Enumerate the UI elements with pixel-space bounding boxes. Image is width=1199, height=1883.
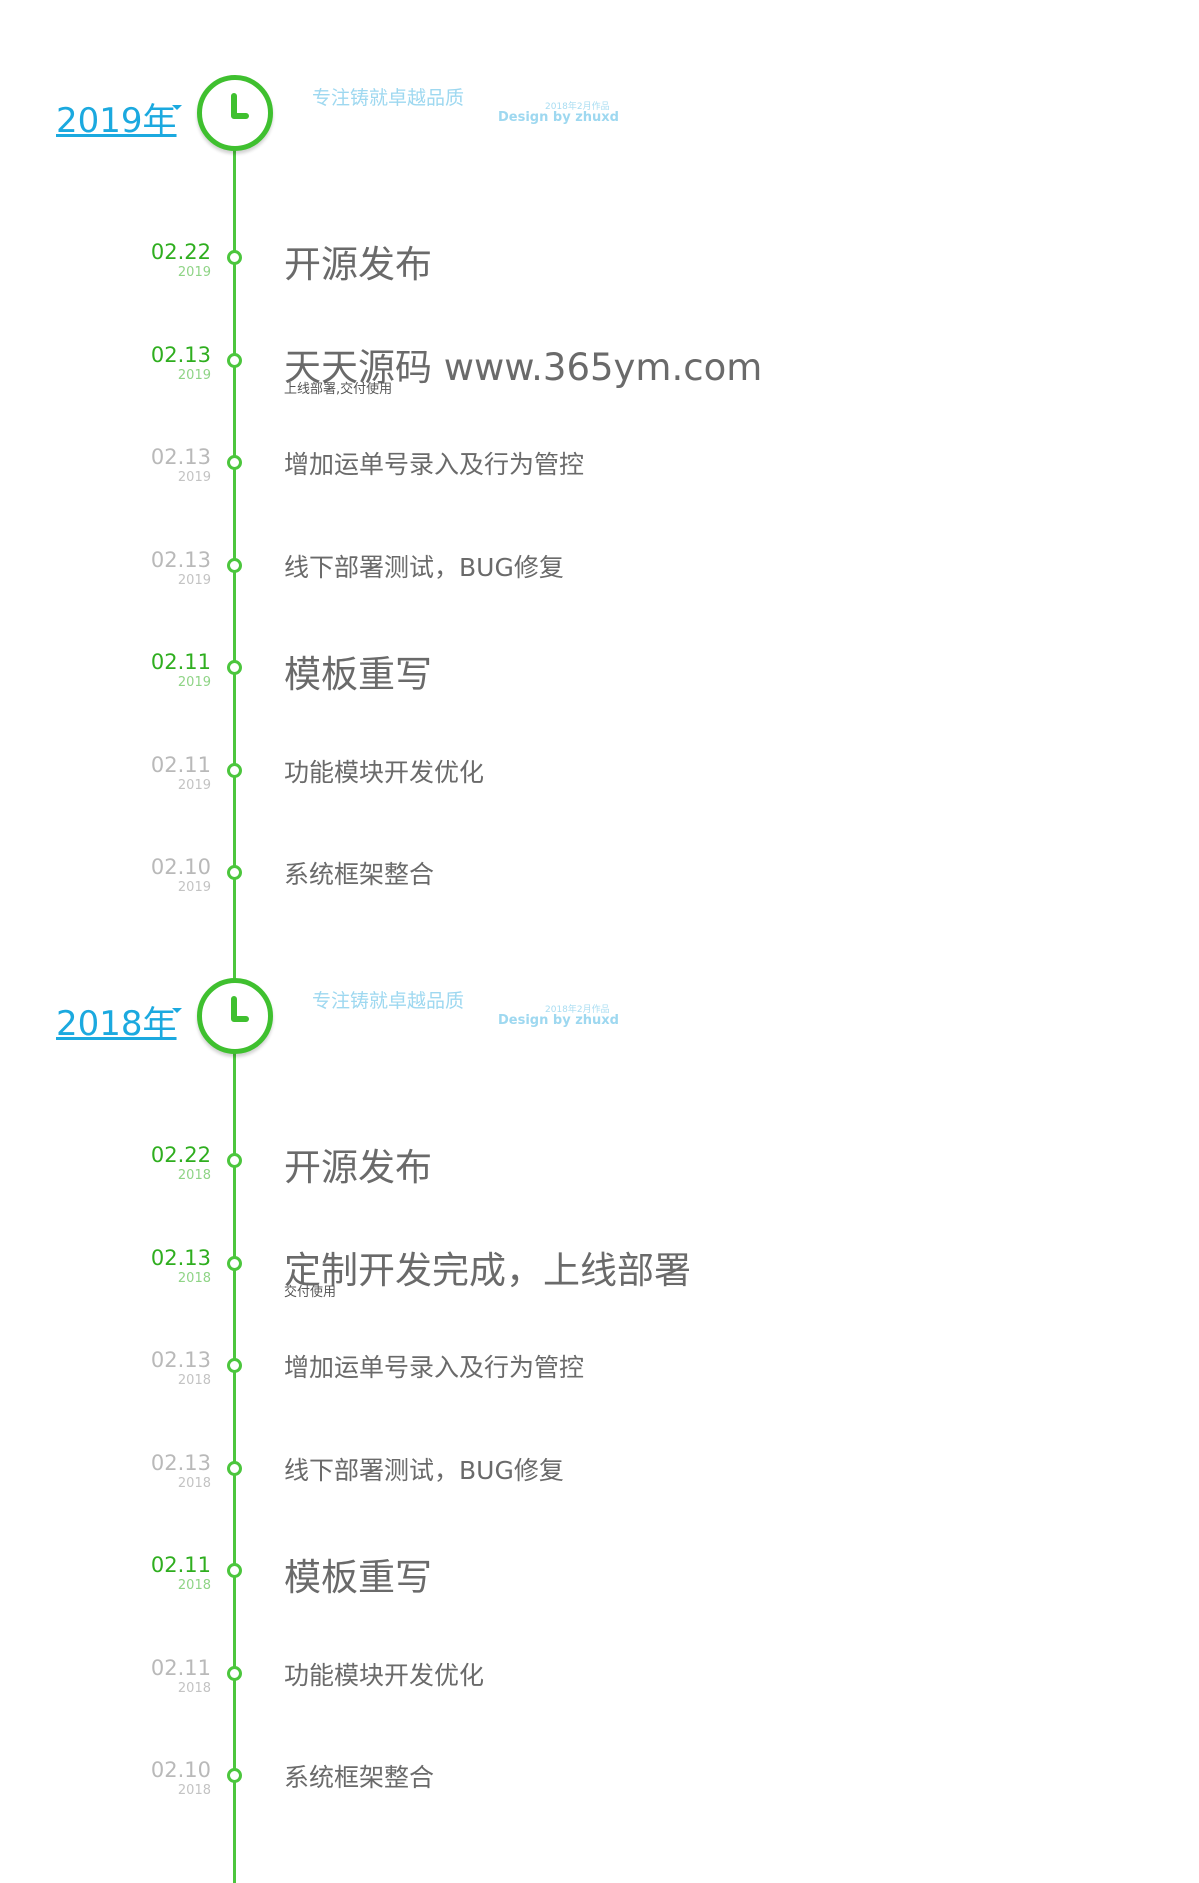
item-year: 2018 bbox=[177, 1270, 211, 1286]
timeline-dot-icon bbox=[227, 660, 242, 675]
item-title: 功能模块开发优化 bbox=[284, 1660, 485, 1690]
item-date: 02.10 bbox=[150, 1758, 211, 1782]
item-date: 02.11 bbox=[150, 752, 211, 777]
item-title: 模板重写 bbox=[284, 1556, 432, 1599]
slogan-text: 专注铸就卓越品质 bbox=[312, 990, 465, 1012]
item-date: 02.13 bbox=[150, 1450, 211, 1475]
year-link[interactable]: 2019年 bbox=[56, 101, 177, 141]
item-title: 线下部署测试，BUG修复 bbox=[284, 552, 564, 582]
item-subtitle: 交付使用 bbox=[284, 1284, 337, 1300]
item-date: 02.13 bbox=[150, 445, 211, 469]
item-date: 02.13 bbox=[150, 342, 211, 367]
item-title: 开源发布 bbox=[284, 243, 432, 286]
item-title: 开源发布 bbox=[284, 1146, 432, 1189]
item-date: 02.13 bbox=[150, 547, 211, 572]
item-date: 02.11 bbox=[150, 1655, 211, 1680]
clock-icon bbox=[197, 978, 273, 1054]
item-date: 02.13 bbox=[150, 1245, 211, 1270]
timeline-dot-icon bbox=[227, 1358, 242, 1373]
item-title: 系统框架整合 bbox=[284, 1763, 435, 1792]
item-year: 2019 bbox=[177, 880, 211, 895]
slogan-text: 专注铸就卓越品质 bbox=[312, 87, 465, 109]
design-note: 2018年2月作品 bbox=[545, 1005, 610, 1015]
item-title: 系统框架整合 bbox=[284, 860, 435, 889]
timeline-dot-icon bbox=[227, 352, 242, 368]
item-date: 02.11 bbox=[150, 650, 211, 674]
item-year: 2018 bbox=[177, 1783, 211, 1798]
item-title: 模板重写 bbox=[284, 653, 432, 696]
item-year: 2019 bbox=[177, 777, 211, 793]
timeline-dot-icon bbox=[227, 557, 242, 573]
timeline-line bbox=[233, 115, 236, 998]
item-title: 线下部署测试，BUG修复 bbox=[284, 1455, 564, 1485]
item-date: 02.10 bbox=[150, 855, 211, 879]
item-year: 2018 bbox=[177, 1475, 211, 1491]
item-title: 定制开发完成，上线部署 bbox=[284, 1248, 691, 1292]
timeline-dot-icon bbox=[227, 762, 242, 778]
item-year: 2019 bbox=[177, 265, 211, 280]
item-title: 功能模块开发优化 bbox=[284, 757, 485, 787]
timeline-dot-icon bbox=[227, 865, 242, 880]
year-link[interactable]: 2018年 bbox=[56, 1004, 177, 1044]
item-year: 2019 bbox=[177, 367, 211, 383]
timeline-dot-icon bbox=[227, 1255, 242, 1271]
item-year: 2018 bbox=[177, 1168, 211, 1183]
item-date: 02.13 bbox=[150, 1348, 211, 1372]
timeline-dot-icon bbox=[227, 1563, 242, 1578]
caret-down-icon[interactable] bbox=[172, 1008, 182, 1013]
item-year: 2019 bbox=[177, 470, 211, 485]
timeline-dot-icon bbox=[227, 455, 242, 470]
item-date: 02.22 bbox=[150, 240, 211, 264]
timeline-dot-icon bbox=[227, 1665, 242, 1681]
item-year: 2018 bbox=[177, 1373, 211, 1388]
item-title: 天天源码 www.365ym.com bbox=[284, 345, 763, 389]
item-year: 2019 bbox=[177, 572, 211, 588]
item-date: 02.22 bbox=[150, 1143, 211, 1167]
timeline-dot-icon bbox=[227, 1460, 242, 1476]
design-note: 2018年2月作品 bbox=[545, 102, 610, 112]
design-credit: Design by zhuxd bbox=[498, 110, 619, 125]
timeline-dot-icon bbox=[227, 1768, 242, 1783]
item-subtitle: 上线部署,交付使用 bbox=[284, 381, 393, 397]
item-year: 2019 bbox=[177, 675, 211, 690]
timeline-dot-icon bbox=[227, 1153, 242, 1168]
clock-icon bbox=[197, 75, 273, 151]
item-title: 增加运单号录入及行为管控 bbox=[284, 1353, 585, 1382]
item-title: 增加运单号录入及行为管控 bbox=[284, 450, 585, 479]
timeline-line bbox=[233, 1018, 236, 1883]
item-date: 02.11 bbox=[150, 1553, 211, 1577]
item-year: 2018 bbox=[177, 1578, 211, 1593]
item-year: 2018 bbox=[177, 1680, 211, 1696]
caret-down-icon[interactable] bbox=[172, 105, 182, 110]
design-credit: Design by zhuxd bbox=[498, 1013, 619, 1028]
timeline-dot-icon bbox=[227, 250, 242, 265]
